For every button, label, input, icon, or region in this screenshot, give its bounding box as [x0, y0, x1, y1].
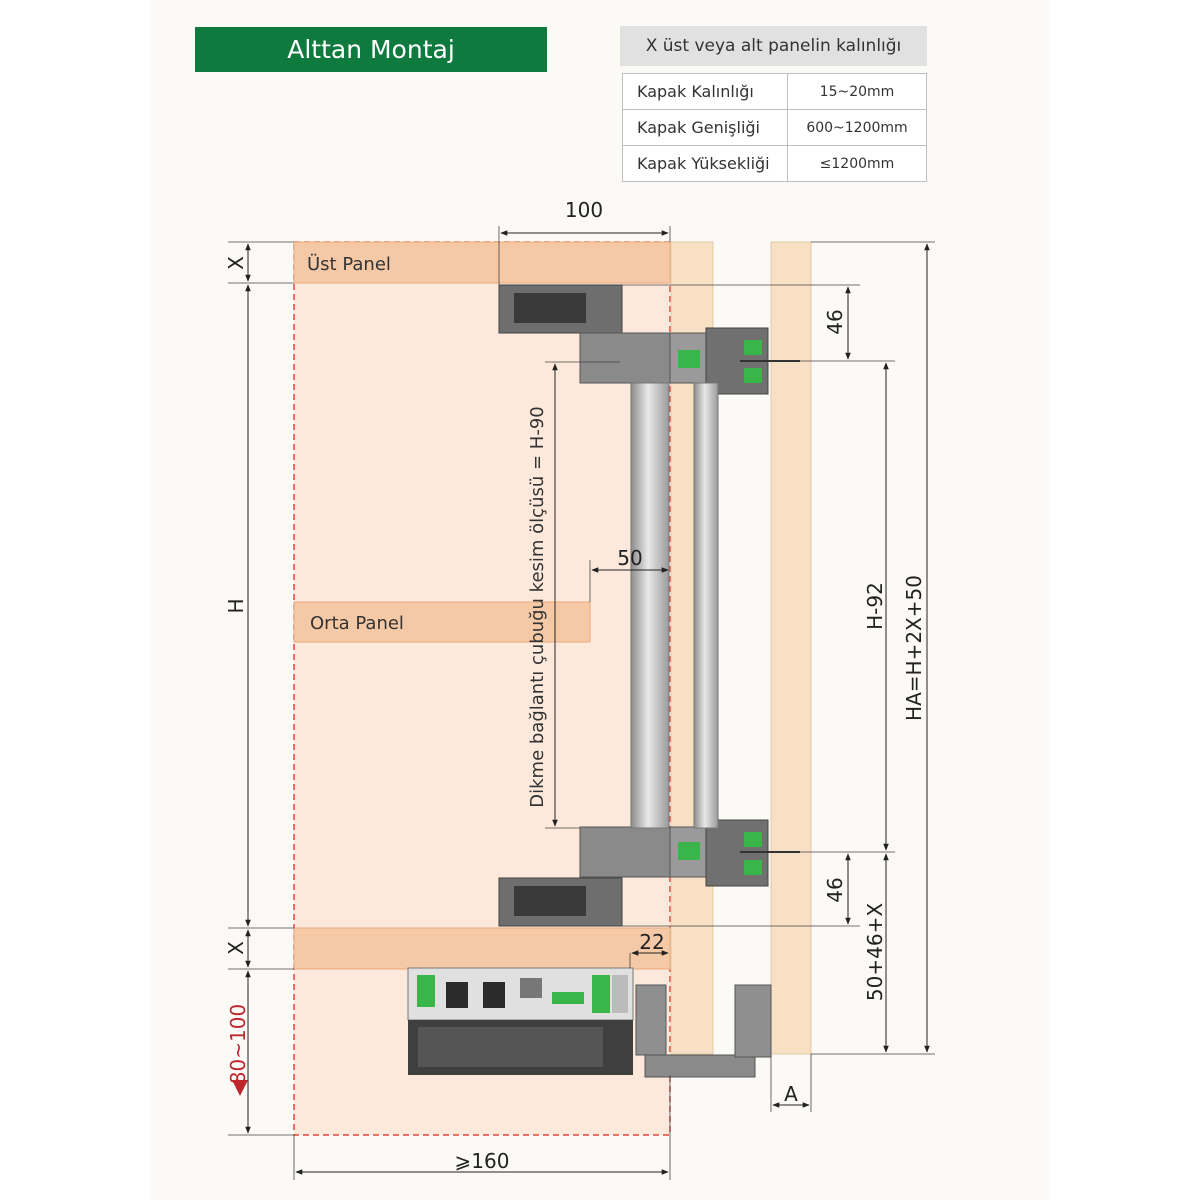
table-row: Kapak Yüksekliği ≤1200mm [622, 145, 927, 182]
spec-label: Kapak Genişliği [622, 109, 788, 146]
bottom-hinge [579, 819, 800, 887]
svg-text:46: 46 [823, 877, 847, 902]
svg-text:100: 100 [565, 198, 603, 222]
dimension-ha: HA=H+2X+50 [811, 241, 935, 1053]
outer-door-panel [770, 241, 812, 1055]
spec-value: ≤1200mm [787, 145, 927, 182]
dimension-rod-cut: Dikme bağlantı çubuğu kesim ölçüsü = H-9… [527, 361, 620, 829]
svg-text:50: 50 [617, 546, 642, 570]
spec-label: Kapak Yüksekliği [622, 145, 788, 182]
dimension-h-minus-92: H-92 [800, 362, 895, 853]
dimension-bottom-gap: 46 [622, 853, 860, 927]
page-title: Alttan Montaj [195, 27, 547, 72]
svg-text:H-92: H-92 [863, 582, 887, 630]
dimension-inner-22: 22 [629, 930, 669, 968]
warning-icon [232, 1080, 248, 1096]
spec-table: Kapak Kalınlığı 15~20mm Kapak Genişliği … [622, 73, 927, 182]
dimension-h: H [224, 284, 294, 929]
bottom-panel [293, 927, 671, 970]
spec-table-title: X üst veya alt panelin kalınlığı [620, 26, 927, 66]
bottom-damper [498, 877, 623, 927]
dimension-min-width: ⩾160 [293, 1075, 671, 1180]
spec-value: 600~1200mm [787, 109, 927, 146]
svg-text:⩾160: ⩾160 [455, 1149, 510, 1173]
svg-text:X: X [224, 256, 248, 270]
svg-text:22: 22 [639, 930, 664, 954]
top-panel [293, 241, 671, 284]
dimension-bottom-formula: 50+46+X [811, 853, 935, 1055]
dimension-x-bottom: X [224, 929, 294, 970]
svg-text:46: 46 [823, 309, 847, 334]
bottom-mechanism [407, 967, 772, 1078]
top-panel-label: Üst Panel [307, 253, 391, 275]
svg-text:X: X [224, 941, 248, 955]
svg-text:A: A [784, 1082, 798, 1106]
cabinet-outline [293, 241, 671, 1136]
dimension-a: A [770, 1054, 812, 1112]
middle-panel [293, 601, 591, 643]
middle-panel-label: Orta Panel [310, 613, 404, 634]
svg-text:80~100: 80~100 [226, 1004, 250, 1084]
table-row: Kapak Genişliği 600~1200mm [622, 109, 927, 146]
top-damper [498, 284, 623, 334]
dimension-offset-50: 50 [589, 546, 669, 602]
spec-value: 15~20mm [787, 73, 927, 110]
svg-text:HA=H+2X+50: HA=H+2X+50 [902, 575, 926, 721]
connecting-rod-left [630, 382, 670, 829]
svg-text:50+46+X: 50+46+X [863, 903, 887, 1001]
dimension-x-top: X [224, 241, 294, 284]
svg-text:Dikme bağlantı çubuğu kesim öl: Dikme bağlantı çubuğu kesim ölçüsü = H-9… [527, 406, 548, 807]
svg-text:H: H [224, 598, 248, 613]
dimension-clearance: 80~100 [226, 970, 294, 1136]
dimension-top-gap: 46 [622, 284, 895, 362]
dimension-top-width: 100 [498, 198, 671, 285]
connecting-rod-right [693, 382, 719, 829]
